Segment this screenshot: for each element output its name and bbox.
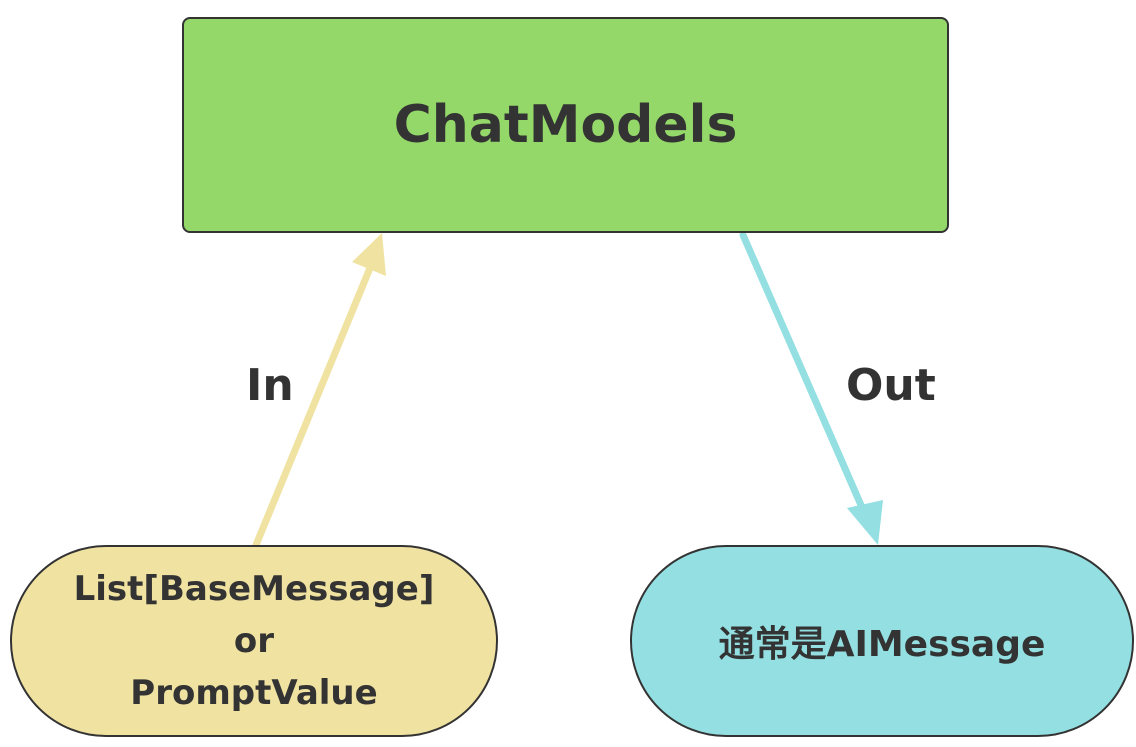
in-edge-label: In — [246, 360, 294, 411]
out-edge-label: Out — [846, 360, 936, 411]
input-node: List[BaseMessage] or PromptValue — [10, 545, 498, 737]
chat-models-node: ChatModels — [182, 17, 949, 233]
chat-models-label: ChatModels — [393, 95, 738, 155]
input-line-3: PromptValue — [130, 673, 378, 713]
input-line-2: or — [233, 621, 275, 661]
output-node: 通常是AIMessage — [630, 545, 1134, 737]
out-arrow-line — [739, 231, 868, 516]
in-arrowhead — [352, 233, 386, 276]
input-line-1: List[BaseMessage] — [73, 569, 435, 609]
output-label: 通常是AIMessage — [718, 624, 1046, 665]
in-arrow-line — [252, 264, 374, 549]
out-arrowhead — [847, 500, 883, 545]
